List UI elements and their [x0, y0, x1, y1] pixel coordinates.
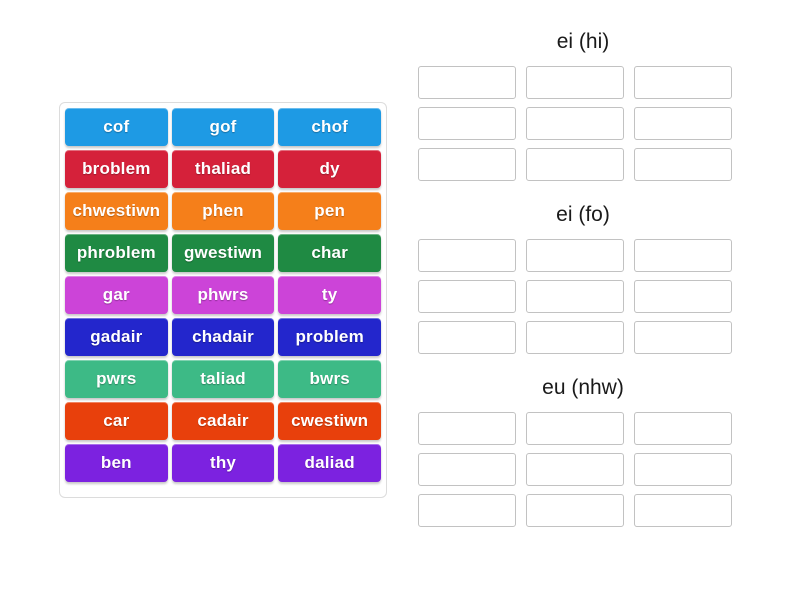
drop-slot[interactable] [526, 412, 624, 445]
drop-slot[interactable] [526, 107, 624, 140]
word-tile[interactable]: thaliad [171, 150, 275, 188]
word-tile[interactable]: gar [65, 276, 168, 314]
word-tile[interactable]: char [278, 234, 382, 272]
drop-slot[interactable] [634, 280, 732, 313]
word-tile[interactable]: ty [278, 276, 382, 314]
drop-slot[interactable] [526, 280, 624, 313]
word-tile[interactable]: pwrs [65, 360, 168, 398]
slot-row [418, 107, 748, 140]
word-tile[interactable]: phroblem [65, 234, 168, 272]
word-tile[interactable]: phwrs [171, 276, 275, 314]
slot-row [418, 412, 748, 445]
slot-row [418, 280, 748, 313]
drop-slot[interactable] [526, 148, 624, 181]
word-tile[interactable]: taliad [171, 360, 275, 398]
word-tile[interactable]: cwestiwn [278, 402, 382, 440]
word-tile[interactable]: gadair [65, 318, 168, 356]
drop-slot[interactable] [634, 321, 732, 354]
slot-row [418, 66, 748, 99]
group-title: eu (nhw) [542, 376, 624, 399]
drop-slot[interactable] [418, 412, 516, 445]
drop-slot[interactable] [418, 239, 516, 272]
word-tile[interactable]: broblem [65, 150, 168, 188]
drop-slot[interactable] [418, 66, 516, 99]
word-tile[interactable]: ben [65, 444, 168, 482]
drop-group: ei (fo) [418, 193, 748, 354]
drop-slot[interactable] [634, 66, 732, 99]
drop-slot[interactable] [634, 494, 732, 527]
word-tile[interactable]: cadair [171, 402, 275, 440]
drop-slot[interactable] [526, 494, 624, 527]
word-tile[interactable]: pen [278, 192, 382, 230]
slot-row [418, 494, 748, 527]
drop-slot[interactable] [526, 239, 624, 272]
word-tile[interactable]: chof [278, 108, 382, 146]
drop-slot[interactable] [526, 321, 624, 354]
drop-slot[interactable] [634, 107, 732, 140]
drop-slot[interactable] [418, 321, 516, 354]
word-tile[interactable]: gof [171, 108, 275, 146]
group-columns: ei (hi) ei (fo) eu (nhw) [418, 20, 748, 539]
drop-group: eu (nhw) [418, 366, 748, 527]
drop-slot[interactable] [418, 280, 516, 313]
word-tile[interactable]: phen [171, 192, 275, 230]
slot-row [418, 148, 748, 181]
word-tile[interactable]: chwestiwn [65, 192, 168, 230]
drop-slot[interactable] [418, 494, 516, 527]
word-tile[interactable]: thy [171, 444, 275, 482]
drop-slot[interactable] [418, 453, 516, 486]
word-tile[interactable]: cof [65, 108, 168, 146]
group-title: ei (hi) [556, 30, 610, 53]
slot-row [418, 453, 748, 486]
word-tile[interactable]: chadair [171, 318, 275, 356]
drop-group: ei (hi) [418, 20, 748, 181]
word-tile[interactable]: gwestiwn [171, 234, 275, 272]
slot-row [418, 321, 748, 354]
drop-slot[interactable] [418, 148, 516, 181]
word-tile[interactable]: car [65, 402, 168, 440]
drop-slot[interactable] [418, 107, 516, 140]
drop-slot[interactable] [634, 453, 732, 486]
drop-slot[interactable] [634, 239, 732, 272]
slot-row [418, 239, 748, 272]
drop-slot[interactable] [526, 453, 624, 486]
word-tile[interactable]: problem [278, 318, 382, 356]
word-tile[interactable]: daliad [278, 444, 382, 482]
drop-slot[interactable] [634, 148, 732, 181]
word-tile[interactable]: bwrs [278, 360, 382, 398]
drop-slot[interactable] [526, 66, 624, 99]
word-tile[interactable]: dy [278, 150, 382, 188]
group-title: ei (fo) [556, 203, 610, 226]
drop-slot[interactable] [634, 412, 732, 445]
